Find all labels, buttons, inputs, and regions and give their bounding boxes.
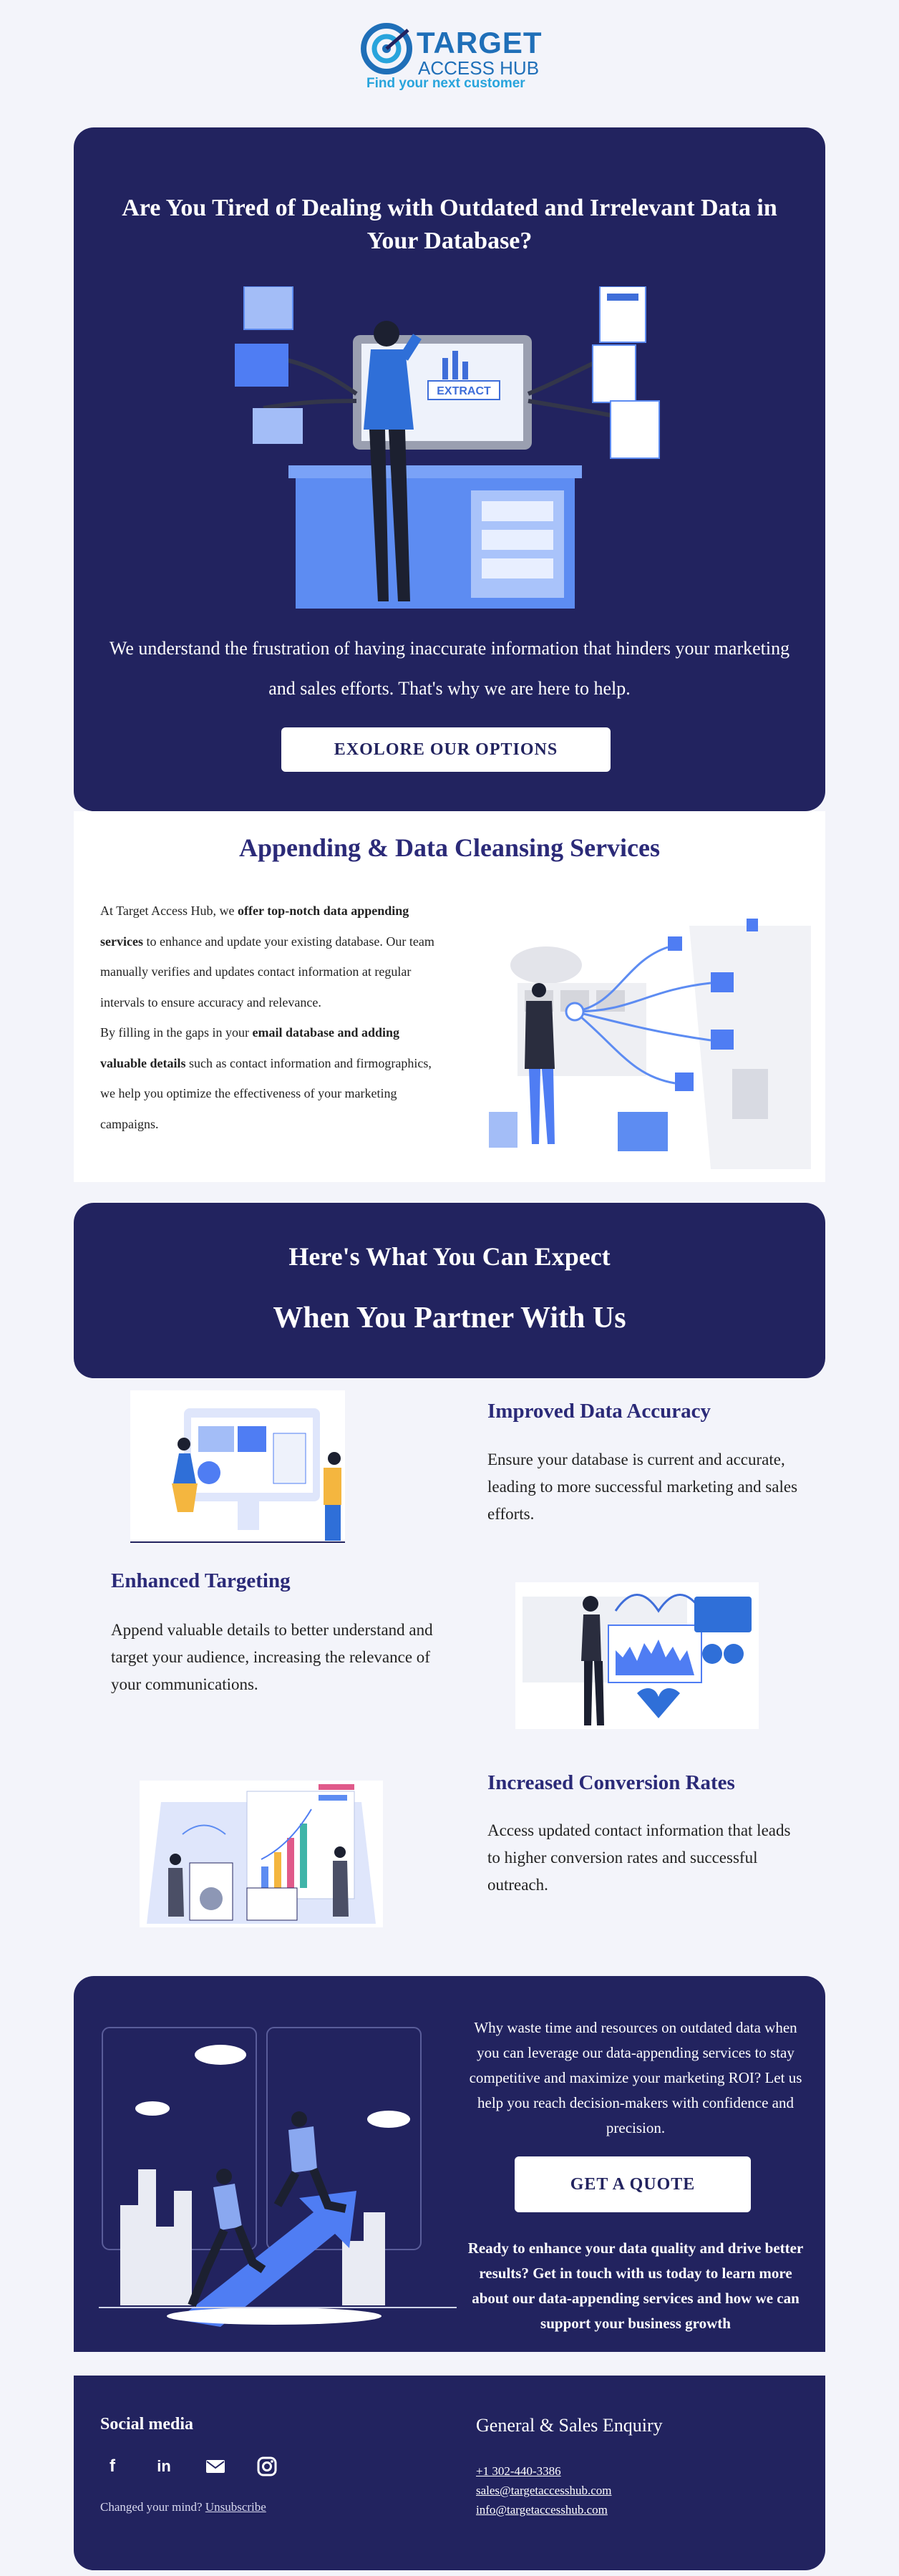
- services-highlight-2: email database and adding valuable detai…: [100, 1025, 400, 1070]
- contact-links: +1 302-440-3386 sales@targetaccesshub.co…: [476, 2461, 612, 2519]
- social-icons: f in: [100, 2454, 279, 2479]
- data-extract-illustration: EXTRACT: [235, 286, 660, 609]
- services-paragraph-1: At Target Access Hub, we offer top-notch…: [100, 904, 434, 1009]
- brand-tagline: Find your next customer: [366, 76, 525, 91]
- extract-label: EXTRACT: [437, 385, 491, 397]
- info-email-link[interactable]: info@targetaccesshub.com: [476, 2503, 608, 2517]
- feature-title-accuracy: Improved Data Accuracy: [487, 1400, 711, 1423]
- enhanced-targeting-illustration: [515, 1582, 759, 1729]
- unsubscribe-note: Changed your mind? Unsubscribe: [100, 2500, 266, 2514]
- sales-email-link[interactable]: sales@targetaccesshub.com: [476, 2484, 612, 2497]
- services-highlight-1: offer top-notch data appending services: [100, 904, 409, 949]
- services-section: Appending & Data Cleansing Services At T…: [74, 811, 825, 1182]
- services-title: Appending & Data Cleansing Services: [238, 833, 661, 862]
- feature-title-conversion: Increased Conversion Rates: [487, 1771, 735, 1794]
- social-media-title: Social media: [100, 2415, 193, 2434]
- brand-name-line1: TARGET: [417, 26, 543, 59]
- unsubscribe-link[interactable]: Unsubscribe: [205, 2500, 266, 2514]
- hero-section: Are You Tired of Dealing with Outdated a…: [74, 127, 825, 811]
- feature-title-targeting: Enhanced Targeting: [111, 1569, 291, 1592]
- brand-name-line2: ACCESS HUB: [418, 57, 540, 79]
- hero-title: Are You Tired of Dealing with Outdated a…: [122, 195, 777, 254]
- explore-options-button[interactable]: EXOLORE OUR OPTIONS: [281, 727, 611, 772]
- facebook-icon[interactable]: f: [110, 2456, 115, 2476]
- cta-text: Why waste time and resources on outdated…: [469, 2019, 802, 2136]
- partner-heading-line2: When You Partner With Us: [273, 1302, 626, 1335]
- brand-logo[interactable]: TARGET ACCESS HUB Find your next custome…: [358, 21, 544, 93]
- teamwork-climb-illustration: [99, 2027, 457, 2327]
- hero-intro: We understand the frustration of having …: [109, 638, 790, 699]
- cta-section: Why waste time and resources on outdated…: [74, 1976, 825, 2352]
- partner-heading-line1: Here's What You Can Expect: [288, 1242, 611, 1271]
- feature-desc-conversion: Access updated contact information that …: [487, 1821, 791, 1894]
- data-accuracy-illustration: [130, 1390, 345, 1544]
- services-body: At Target Access Hub, we offer top-notch…: [100, 896, 437, 1139]
- conversion-rates-illustration: [140, 1781, 383, 1927]
- data-network-illustration: [489, 919, 811, 1169]
- feature-desc-targeting: Append valuable details to better unders…: [111, 1621, 433, 1693]
- target-logo-icon: [361, 23, 412, 74]
- get-quote-button[interactable]: GET A QUOTE: [515, 2156, 751, 2212]
- linkedin-icon[interactable]: in: [157, 2457, 171, 2475]
- cta-closing: Ready to enhance your data quality and d…: [467, 2240, 804, 2332]
- feature-desc-accuracy: Ensure your database is current and accu…: [487, 1451, 798, 1523]
- footer: Social media f in Changed your mind? Uns…: [74, 2376, 825, 2570]
- instagram-icon[interactable]: [255, 2454, 279, 2479]
- services-paragraph-2: By filling in the gaps in your email dat…: [100, 1025, 432, 1131]
- phone-link[interactable]: +1 302-440-3386: [476, 2464, 561, 2478]
- enquiry-title: General & Sales Enquiry: [476, 2415, 663, 2436]
- mail-icon[interactable]: [203, 2454, 228, 2479]
- partner-banner: Here's What You Can Expect When You Part…: [74, 1203, 825, 1378]
